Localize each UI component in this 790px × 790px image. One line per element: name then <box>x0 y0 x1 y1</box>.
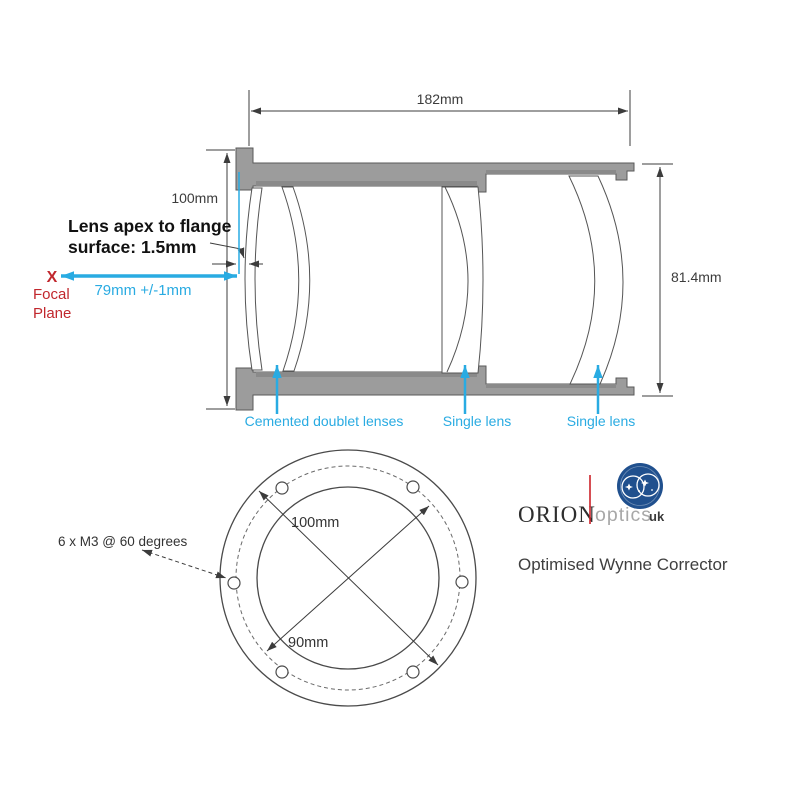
rear-dimension: 81.4mm <box>642 163 722 397</box>
backfocus-label: 79mm +/-1mm <box>94 282 191 299</box>
middle-single-lens <box>441 186 484 374</box>
flange-dimension: 100mm <box>171 149 235 410</box>
badge-right-circle <box>636 473 660 497</box>
bolt-circle-diameter-arrow <box>266 505 430 652</box>
front-view: 100mm 90mm 6 x M3 @ 60 degrees <box>58 449 477 707</box>
bolt-note-leader-arrow <box>141 549 227 579</box>
middle-lens-label: Single lens <box>443 413 512 429</box>
length-dimension-label: 182mm <box>417 91 464 107</box>
rear-lens-label: Single lens <box>567 413 636 429</box>
product-name: Optimised Wynne Corrector <box>518 555 728 574</box>
brand-orion-text: ORION <box>518 502 596 527</box>
rear-single-lens <box>568 175 624 385</box>
bolt-hole <box>455 575 469 589</box>
lens-callouts: Cemented doublet lenses Single lens Sing… <box>245 365 636 429</box>
focal-label-line2: Plane <box>33 305 71 322</box>
flange-dimension-label: 100mm <box>171 190 218 206</box>
doublet-lens-rear <box>281 186 311 372</box>
rear-dimension-label: 81.4mm <box>671 269 722 285</box>
tube-liner <box>256 372 477 377</box>
focal-label-line1: Focal <box>33 286 70 303</box>
doublet-label: Cemented doublet lenses <box>245 413 404 429</box>
bolt-hole <box>406 480 420 494</box>
bolt-hole <box>406 665 420 679</box>
badge-left-circle <box>621 475 645 499</box>
badge-circle <box>617 463 663 509</box>
focal-plane-x-mark: X <box>47 269 58 286</box>
star-dot <box>638 490 640 492</box>
star-icon <box>641 479 649 487</box>
length-dimension: 182mm <box>248 90 631 146</box>
lens-elements <box>244 175 624 385</box>
tube-liner <box>486 384 616 388</box>
apex-note-line1: Lens apex to flange <box>68 216 232 236</box>
apex-leader-arrow <box>209 242 245 259</box>
brand-optics-text: optics <box>595 504 652 526</box>
bolt-hole <box>275 665 289 679</box>
bolt-hole <box>275 481 289 495</box>
lens-apex-note: Lens apex to flange surface: 1.5mm <box>68 216 263 268</box>
tube-liner <box>486 170 616 174</box>
bolt-note-label: 6 x M3 @ 60 degrees <box>58 534 188 549</box>
doublet-lens-front <box>244 187 263 371</box>
brand-uk-text: uk <box>649 509 665 524</box>
flange-inner-circle <box>256 486 440 670</box>
star-dot <box>651 489 653 491</box>
orion-optics-badge-icon <box>617 463 663 509</box>
logo: ORION optics uk Optimised Wynne Correcto… <box>518 463 728 574</box>
tube-liner <box>256 181 477 186</box>
side-view: 182mm 100mm <box>33 90 722 429</box>
outer-diameter-label: 100mm <box>291 515 339 531</box>
bolt-circle-label: 90mm <box>288 635 328 651</box>
backfocus-annotation: X Focal Plane 79mm +/-1mm <box>33 172 240 322</box>
star-icon <box>625 483 633 491</box>
apex-note-line2: surface: 1.5mm <box>68 237 196 257</box>
middle-lens-concave-surface <box>444 186 469 373</box>
bolt-hole <box>227 576 241 590</box>
